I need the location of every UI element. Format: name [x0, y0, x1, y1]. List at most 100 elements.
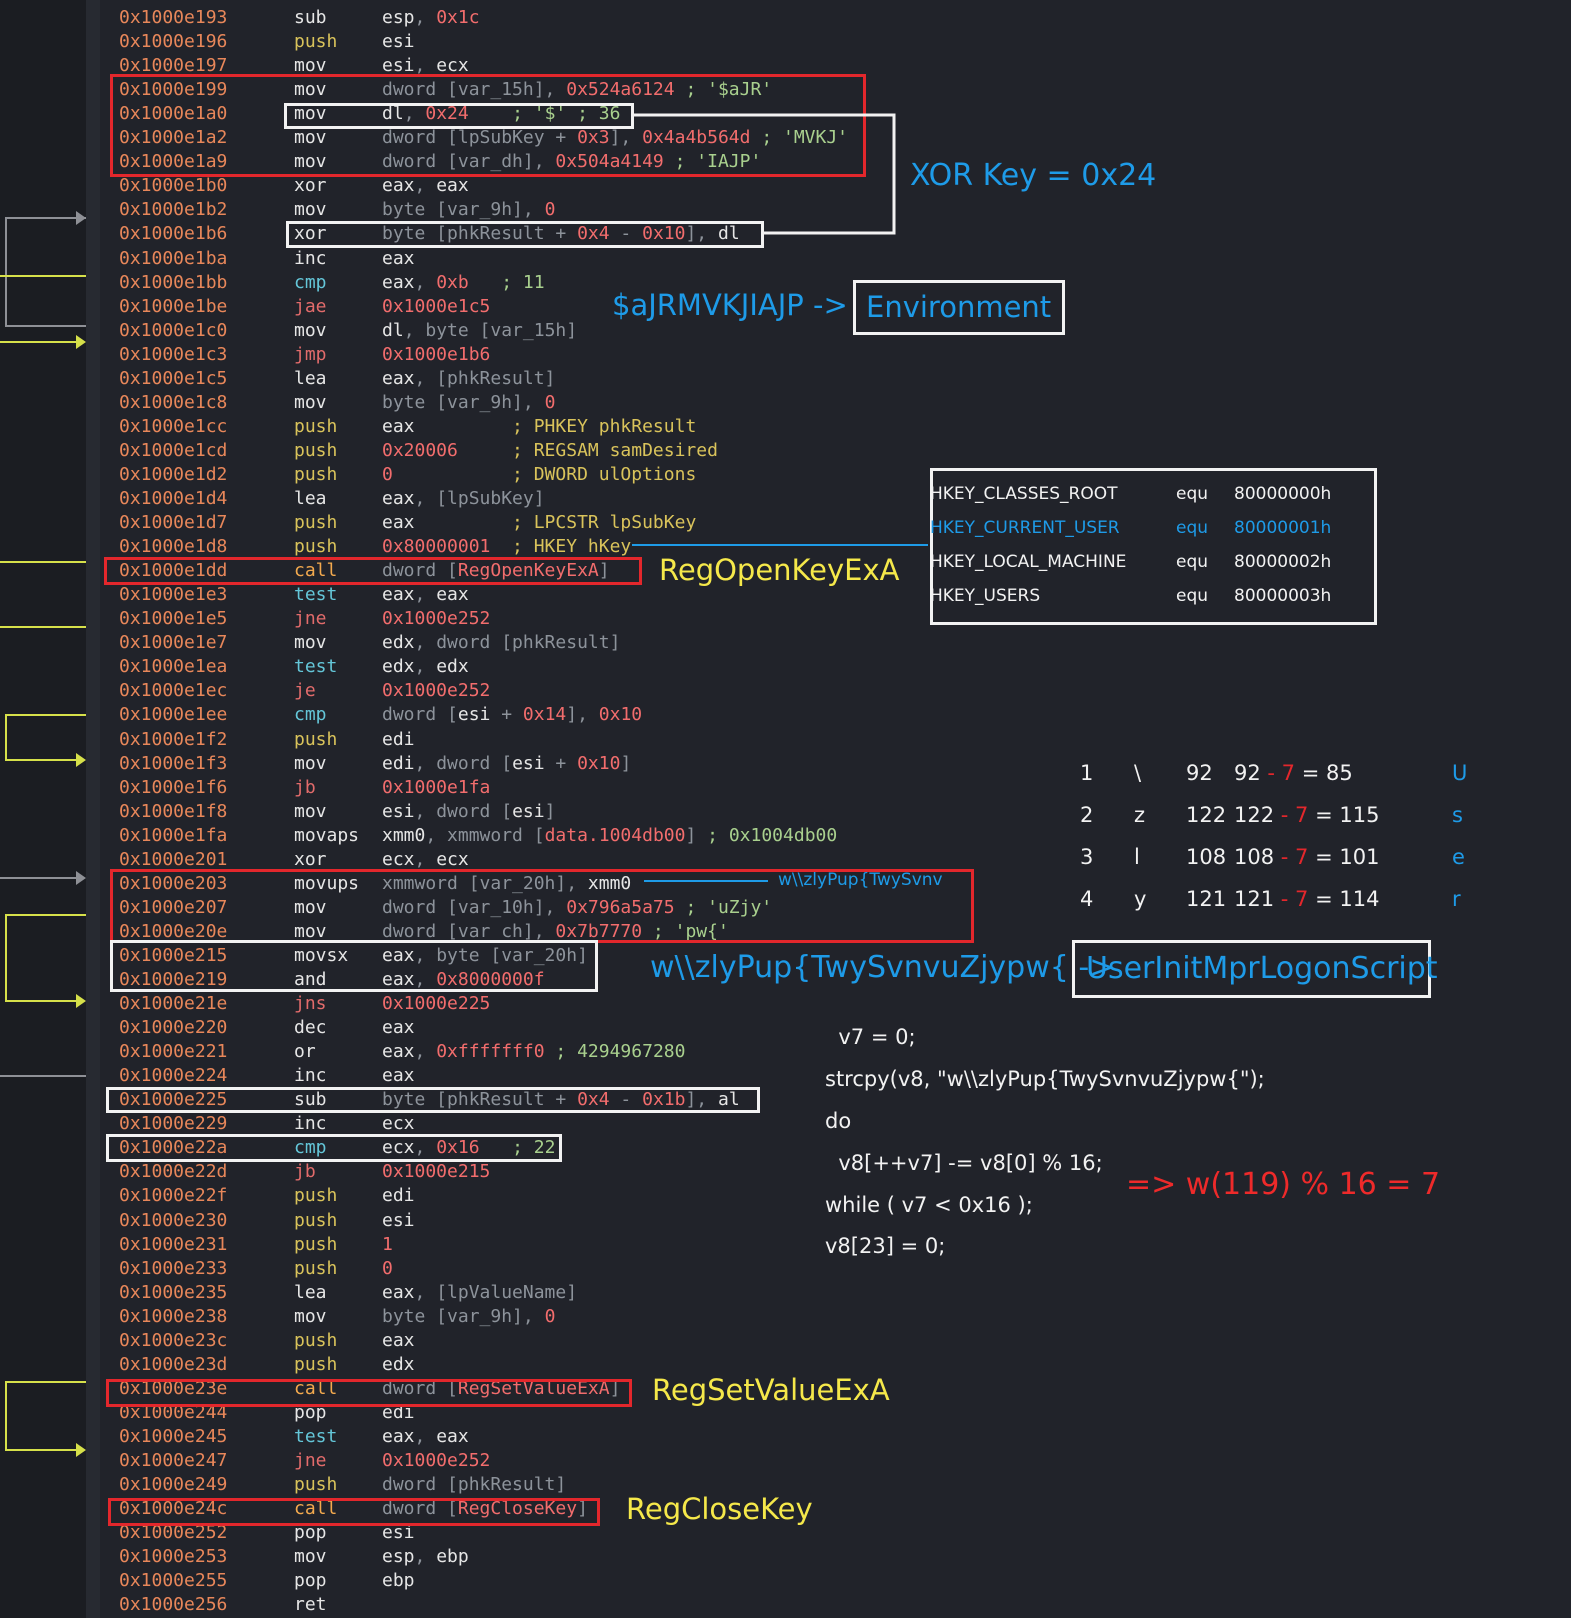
instruction-address[interactable]: 0x1000e23d: [119, 1353, 228, 1375]
instruction-address[interactable]: 0x1000e256: [119, 1594, 228, 1616]
instruction-address[interactable]: 0x1000e207: [119, 896, 228, 918]
decode-expr-part: 101: [1339, 845, 1380, 869]
instruction-address[interactable]: 0x1000e22f: [119, 1185, 228, 1207]
instruction-address[interactable]: 0x1000e1c0: [119, 319, 228, 341]
instruction-address[interactable]: 0x1000e1b2: [119, 199, 228, 221]
instruction-mnemonic: mov: [294, 151, 327, 173]
instruction-address[interactable]: 0x1000e1cd: [119, 439, 228, 461]
instruction-address[interactable]: 0x1000e221: [119, 1041, 228, 1063]
instruction-address[interactable]: 0x1000e196: [119, 31, 228, 53]
instruction-address[interactable]: 0x1000e229: [119, 1113, 228, 1135]
instruction-address[interactable]: 0x1000e24c: [119, 1498, 228, 1520]
operand-token: al: [717, 1089, 740, 1111]
instruction-address[interactable]: 0x1000e1ea: [119, 656, 228, 678]
instruction-address[interactable]: 0x1000e1c5: [119, 367, 228, 389]
instruction-address[interactable]: 0x1000e1bb: [119, 271, 228, 293]
instruction-address[interactable]: 0x1000e1cc: [119, 415, 228, 437]
instruction-operands: esi, dword [esi]: [382, 800, 555, 824]
instruction-address[interactable]: 0x1000e1d2: [119, 463, 228, 485]
instruction-address[interactable]: 0x1000e1e7: [119, 632, 228, 654]
pseudocode-line: v8[++v7] -= v8[0] % 16;: [825, 1151, 1103, 1175]
operand-token: eax: [382, 247, 415, 269]
instruction-address[interactable]: 0x1000e1d7: [119, 512, 228, 534]
instruction-operands: esi: [382, 1521, 415, 1545]
operand-token: ; DWORD ulOptions: [392, 463, 697, 485]
instruction-operands: byte [var_9h], 0: [382, 391, 555, 415]
instruction-address[interactable]: 0x1000e21e: [119, 993, 228, 1015]
instruction-address[interactable]: 0x1000e1e3: [119, 584, 228, 606]
instruction-operands: eax, eax: [382, 174, 469, 198]
decode-ascii: 121: [1186, 887, 1227, 911]
instruction-address[interactable]: 0x1000e215: [119, 944, 228, 966]
instruction-address[interactable]: 0x1000e199: [119, 79, 228, 101]
instruction-address[interactable]: 0x1000e244: [119, 1401, 228, 1423]
instruction-address[interactable]: 0x1000e1ba: [119, 247, 228, 269]
instruction-address[interactable]: 0x1000e230: [119, 1209, 228, 1231]
instruction-address[interactable]: 0x1000e22d: [119, 1161, 228, 1183]
instruction-address[interactable]: 0x1000e1a0: [119, 103, 228, 125]
operand-token: esi: [382, 1209, 415, 1231]
instruction-address[interactable]: 0x1000e1ec: [119, 680, 228, 702]
instruction-address[interactable]: 0x1000e249: [119, 1474, 228, 1496]
instruction-address[interactable]: 0x1000e1e5: [119, 608, 228, 630]
instruction-address[interactable]: 0x1000e1a9: [119, 151, 228, 173]
operand-token: 0x10: [577, 752, 621, 774]
instruction-address[interactable]: 0x1000e1d8: [119, 536, 228, 558]
instruction-address[interactable]: 0x1000e1f6: [119, 776, 228, 798]
instruction-operands: eax ; LPCSTR lpSubKey: [382, 511, 696, 535]
instruction-address[interactable]: 0x1000e252: [119, 1522, 228, 1544]
instruction-address[interactable]: 0x1000e1c8: [119, 391, 228, 413]
instruction-mnemonic: mov: [294, 1546, 327, 1568]
instruction-address[interactable]: 0x1000e23e: [119, 1377, 228, 1399]
operand-token: 0x1000e252: [382, 1450, 491, 1471]
operand-token: ]: [609, 1377, 621, 1399]
instruction-address[interactable]: 0x1000e253: [119, 1546, 228, 1568]
instruction-address[interactable]: 0x1000e1f2: [119, 728, 228, 750]
instruction-address[interactable]: 0x1000e1be: [119, 295, 228, 317]
operand-token: 0x796a5a75: [566, 896, 675, 918]
instruction-address[interactable]: 0x1000e225: [119, 1089, 228, 1111]
instruction-address[interactable]: 0x1000e193: [119, 7, 228, 28]
instruction-address[interactable]: 0x1000e197: [119, 55, 228, 77]
instruction-address[interactable]: 0x1000e1a2: [119, 127, 228, 149]
decoded-source-1: $aJRMVKJIAJP ->: [612, 288, 848, 322]
operand-token: ]: [577, 1498, 588, 1520]
instruction-address[interactable]: 0x1000e201: [119, 848, 228, 870]
operand-token: 0x1c: [436, 7, 480, 28]
instruction-address[interactable]: 0x1000e245: [119, 1425, 228, 1447]
instruction-address[interactable]: 0x1000e1ee: [119, 704, 228, 726]
instruction-address[interactable]: 0x1000e1fa: [119, 824, 228, 846]
hkey-name: HKEY_USERS: [930, 586, 1041, 606]
instruction-address[interactable]: 0x1000e238: [119, 1305, 228, 1327]
instruction-address[interactable]: 0x1000e1f8: [119, 800, 228, 822]
instruction-address[interactable]: 0x1000e1dd: [119, 560, 228, 582]
instruction-operands: 0x1000e1fa: [382, 776, 490, 800]
instruction-address[interactable]: 0x1000e23c: [119, 1329, 228, 1351]
instruction-address[interactable]: 0x1000e1f3: [119, 752, 228, 774]
instruction-address[interactable]: 0x1000e231: [119, 1233, 228, 1255]
operand-token: edx: [436, 656, 469, 678]
operand-token: ; '$aJR': [674, 79, 773, 101]
instruction-address[interactable]: 0x1000e1b6: [119, 223, 228, 245]
instruction-mnemonic: ret: [294, 1594, 327, 1616]
operand-token: , byte [var_20h]: [414, 944, 588, 966]
operand-token: dword [var_ch],: [382, 920, 556, 942]
instruction-address[interactable]: 0x1000e255: [119, 1570, 228, 1592]
instruction-address[interactable]: 0x1000e235: [119, 1281, 228, 1303]
instruction-address[interactable]: 0x1000e22a: [119, 1137, 228, 1159]
instruction-address[interactable]: 0x1000e1b0: [119, 175, 228, 197]
instruction-address[interactable]: 0x1000e203: [119, 872, 228, 894]
instruction-address[interactable]: 0x1000e220: [119, 1017, 228, 1039]
instruction-operands: dword [RegSetValueExA]: [382, 1377, 620, 1401]
instruction-address[interactable]: 0x1000e219: [119, 969, 228, 990]
operand-token: 0x1000e252: [382, 680, 491, 702]
operand-token: -: [609, 223, 643, 245]
instruction-address[interactable]: 0x1000e1d4: [119, 488, 228, 509]
operand-token: eax: [382, 175, 415, 197]
instruction-address[interactable]: 0x1000e20e: [119, 920, 228, 942]
instruction-address[interactable]: 0x1000e224: [119, 1065, 228, 1087]
instruction-address[interactable]: 0x1000e247: [119, 1450, 228, 1471]
instruction-address[interactable]: 0x1000e1c3: [119, 343, 228, 365]
decode-expr-part: 114: [1339, 887, 1380, 911]
instruction-address[interactable]: 0x1000e233: [119, 1257, 228, 1279]
